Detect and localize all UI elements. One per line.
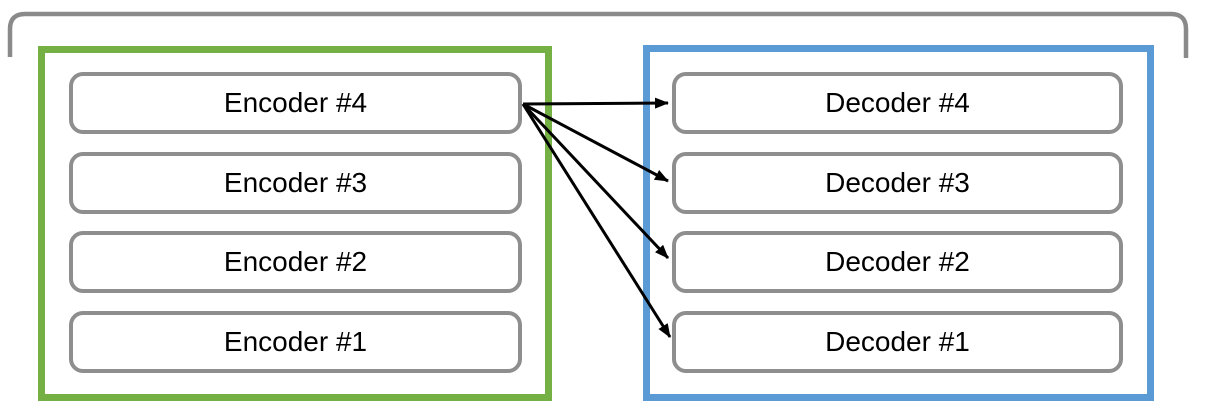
decoder-box-4: Decoder #4 <box>672 72 1123 134</box>
encoder-box-3: Encoder #3 <box>69 152 522 214</box>
decoder-box-1-label: Decoder #1 <box>825 326 970 357</box>
encoder-box-1: Encoder #1 <box>69 311 522 373</box>
decoder-box-3: Decoder #3 <box>672 152 1123 214</box>
encoder-box-2: Encoder #2 <box>69 231 522 293</box>
encoder-box-1-label: Encoder #1 <box>223 326 368 357</box>
decoder-box-4-label: Decoder #4 <box>825 87 970 118</box>
encoder-box-3-label: Encoder #3 <box>223 167 368 198</box>
decoder-box-3-label: Decoder #3 <box>825 167 970 198</box>
encoder-box-4-label: Encoder #4 <box>223 87 368 118</box>
encoder-box-2-label: Encoder #2 <box>223 246 368 277</box>
decoder-box-2: Decoder #2 <box>672 231 1123 293</box>
decoder-box-1: Decoder #1 <box>672 311 1123 373</box>
decoder-box-2-label: Decoder #2 <box>825 246 970 277</box>
encoder-box-4: Encoder #4 <box>69 72 522 134</box>
